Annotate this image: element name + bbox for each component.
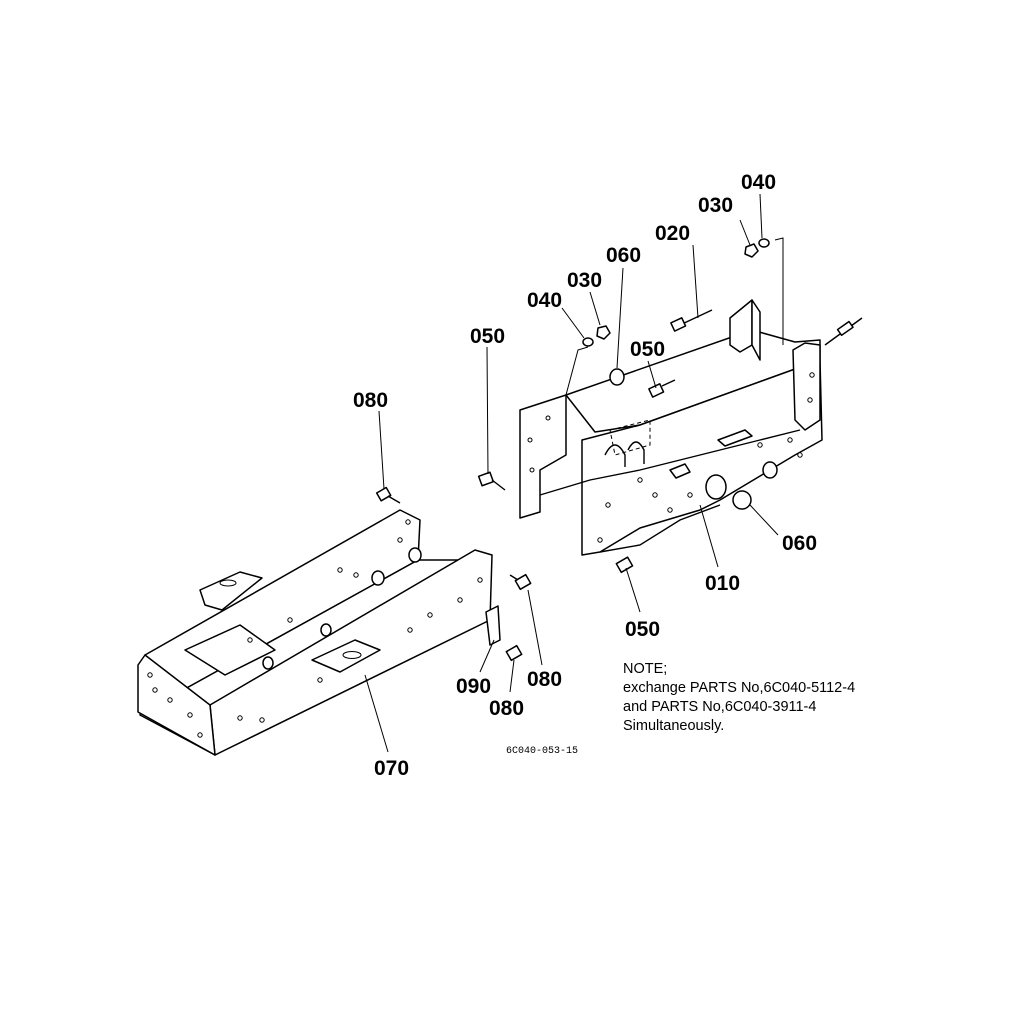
callout-050-mid: 050 <box>630 338 665 361</box>
callout-030-right: 030 <box>698 194 733 217</box>
callout-080-top: 080 <box>353 389 388 412</box>
callout-070: 070 <box>374 757 409 780</box>
callout-050-bottom: 050 <box>625 618 660 641</box>
note-line-3: Simultaneously. <box>623 718 725 734</box>
callout-050-left: 050 <box>470 325 505 348</box>
drawing-code: 6C040-053-15 <box>506 746 579 757</box>
callout-020: 020 <box>655 222 690 245</box>
callout-010: 010 <box>705 572 740 595</box>
callout-080-bottom: 080 <box>489 697 524 720</box>
front-frame-010 <box>519 299 863 556</box>
callout-080-right: 080 <box>527 668 562 691</box>
fasteners <box>375 238 770 662</box>
callouts: 040 030 020 060 030 040 050 050 080 060 … <box>353 171 817 780</box>
note-line-1: exchange PARTS No,6C040-5112-4 <box>623 680 856 696</box>
exchange-note: NOTE; exchange PARTS No,6C040-5112-4 and… <box>623 660 855 736</box>
leader-lines <box>364 193 784 753</box>
callout-040-left: 040 <box>527 289 562 312</box>
note-line-2: and PARTS No,6C040-3911-4 <box>623 699 817 715</box>
rear-frame-070 <box>137 509 501 756</box>
callout-090: 090 <box>456 675 491 698</box>
callout-040-right: 040 <box>741 171 776 194</box>
callout-060-top: 060 <box>606 244 641 267</box>
note-heading: NOTE; <box>623 661 668 677</box>
callout-060-right: 060 <box>782 532 817 555</box>
callout-030-left: 030 <box>567 269 602 292</box>
